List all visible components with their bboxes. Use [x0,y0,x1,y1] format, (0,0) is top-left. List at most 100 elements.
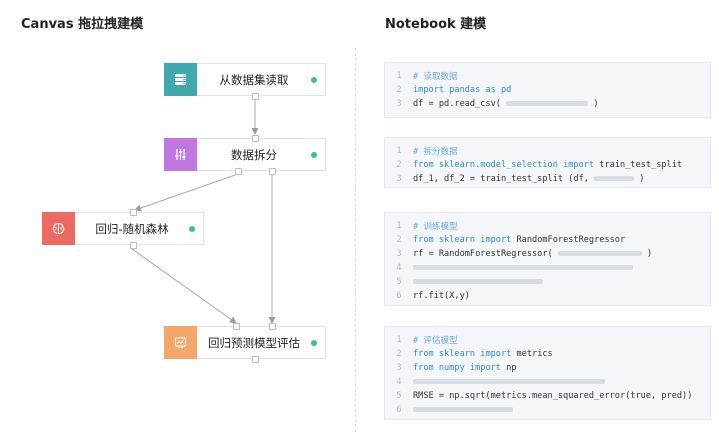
output-port[interactable] [269,168,276,175]
line-number: 6 [396,291,402,301]
line-number: 3 [396,249,402,259]
code-text: from sklearn.model_selection import trai… [413,160,682,170]
code-text [413,263,633,273]
redacted-placeholder [506,101,589,106]
line-number: 2 [396,349,402,359]
code-text: rf = RandomForestRegressor( ) [413,249,652,259]
code-text: # 训练模型 [413,220,458,232]
code-keyword: pd [500,85,512,95]
code-line: 1 # 评估模型 [385,333,710,347]
canvas-edges [131,99,276,324]
redacted-placeholder [594,176,635,181]
node-read-dataset[interactable]: 从数据集读取 [164,62,326,96]
code-text: from sklearn import RandomForestRegresso… [413,235,625,245]
code-keyword: from [413,363,439,373]
node-regression-evaluation[interactable]: 回归预测模型评估 [164,325,326,359]
code-token: RandomForestRegressor [516,235,626,245]
code-comment: # 评估模型 [413,336,458,346]
node-data-split[interactable]: 数据拆分 [164,137,326,171]
code-keyword: numpy [438,363,470,373]
code-token: train_test_split [599,160,683,170]
redacted-placeholder [413,265,633,270]
code-token: rf = RandomForestRegressor( [413,249,558,259]
code-line: 6 [385,403,710,417]
node-label: 数据拆分 [231,147,277,162]
code-keyword: sklearn [438,235,481,245]
code-keyword: from [413,160,439,170]
chart-icon [174,336,187,348]
input-port[interactable] [233,323,240,330]
redacted-placeholder [413,379,605,384]
sliders-icon [175,148,186,160]
line-number: 3 [396,363,402,373]
input-port[interactable] [269,323,276,330]
code-token: RMSE = np.sqrt(metrics.mean_squared_erro… [413,391,693,401]
code-text: df_1, df_2 = train_test_split (df, ) [413,174,644,184]
code-comment: # 训练模型 [413,222,458,232]
code-line: 5 [385,275,710,289]
edge-rf-to-eval [131,248,237,324]
code-token: df_1, df_2 = train_test_split (df, [413,174,595,184]
node-label: 回归-随机森林 [95,221,169,236]
code-text: from numpy import np [413,363,517,373]
node-random-forest-icon-box [42,211,75,245]
code-comment: # 拆分数据 [413,147,458,157]
code-line: 1# 训练模型 [385,219,710,233]
code-text: RMSE = np.sqrt(metrics.mean_squared_erro… [413,391,692,401]
code-keyword: import [480,349,517,359]
line-number: 4 [396,263,402,273]
input-port[interactable] [130,209,137,216]
node-random-forest[interactable]: 回归-随机森林 [42,211,204,245]
status-dot [311,76,317,83]
code-keyword: import [563,160,600,170]
code-token: ) [634,174,645,184]
node-label: 从数据集读取 [219,72,289,87]
code-keyword: from [413,235,439,245]
code-line: 1# 拆分数据 [385,144,710,158]
node-regression-evaluation-icon-box [164,325,197,359]
canvas-title: Canvas 拖拉拽建模 [21,17,144,32]
code-line: 4 [385,261,710,275]
panel-divider [355,48,356,432]
code-line: 3 rf = RandomForestRegressor( ) [385,247,710,261]
line-number: 2 [396,160,402,170]
code-token: ) [641,249,653,259]
code-keyword: as [485,85,501,95]
code-text [413,377,605,387]
code-keyword: sklearn.model_selection [438,160,564,170]
line-number: 4 [396,377,402,387]
line-number: 2 [396,85,402,95]
code-block-split-data[interactable]: 1# 拆分数据 2 from sklearn.model_selection imp… [384,137,711,188]
code-keyword: pandas [449,85,486,95]
code-line: 2 from sklearn.model_selection import tra… [385,158,710,172]
code-line: 4 [385,375,710,389]
code-token: ) [588,99,599,109]
code-token: metrics [516,349,553,359]
output-port[interactable] [252,356,259,363]
code-text: # 读取数据 [413,70,458,82]
code-keyword: sklearn [438,349,481,359]
output-port[interactable] [235,168,242,175]
code-keyword: from [413,349,439,359]
redacted-placeholder [557,251,642,256]
code-text: # 评估模型 [413,334,458,346]
line-number: 1 [396,335,402,345]
redacted-placeholder [413,407,513,412]
code-text [413,405,513,415]
input-port[interactable] [252,135,259,142]
code-block-evaluate-model[interactable]: 1 # 评估模型 2 from sklearn import metrics 3 from… [384,326,711,420]
line-number: 5 [396,277,402,287]
code-text: rf.fit(X,y) [413,291,470,301]
code-line: 2 from sklearn import metrics [385,347,710,361]
notebook-title: Notebook 建模 [385,17,487,32]
output-port[interactable] [130,242,137,249]
code-keyword: import [469,363,507,373]
redacted-placeholder [413,279,543,284]
output-port[interactable] [252,93,259,100]
